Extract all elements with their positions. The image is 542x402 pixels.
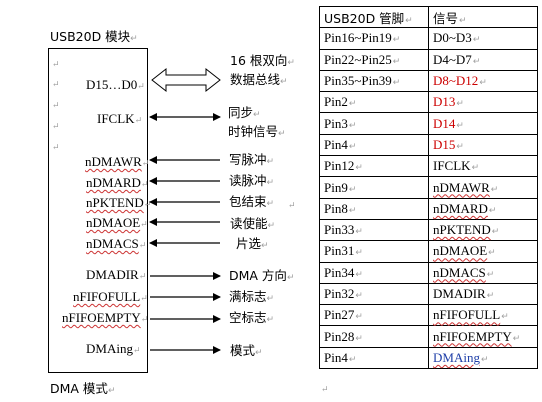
pin-label-ifclk: IFCLK↵ [97,111,143,126]
pin-cell: Pin3↵ [319,112,429,135]
signal-cell: D13↵ [428,91,538,114]
pin-label-nfifofull: nFIFOFULL↵ [73,289,148,304]
pin-label-ndmard: nDMARD↵ [86,175,149,190]
desc-mode: 模式↵ [230,343,263,358]
diagram-footer: DMA 模式↵ [50,381,116,396]
pin-cell: Pin22~Pin25↵ [319,48,429,71]
signal-cell: D14↵ [428,112,538,135]
signal-cell: DMADIR↵ [428,282,538,306]
chip-module-box [48,48,148,373]
table-row: Pin33↵nPKTEND↵ [319,218,538,242]
para-mark: ↵ [288,200,296,210]
table-row: Pin4↵DMAing↵ [319,346,538,370]
desc-empty-flag: 空标志↵ [229,310,275,325]
table-row: Pin16~Pin19↵D0~D3↵ [319,27,538,50]
desc-bus-line1: 16 根双向↵ [230,53,295,68]
pin-cell: Pin4↵ [319,133,429,157]
table-row: Pin35~Pin39↵D8~D12↵ [319,69,538,93]
pin-cell: Pin16~Pin19↵ [319,27,429,50]
table-row: Pin3↵D14↵ [319,112,538,135]
desc-packet-end: 包结束↵ [229,194,275,209]
chip-title: USB20D 模块↵ [50,29,138,44]
header-signal: 信号↵ [428,5,538,29]
desc-write-pulse: 写脉冲↵ [229,152,275,167]
desc-clk-line2: 时钟信号↵ [228,124,286,139]
desc-bus-line2: 数据总线↵ [230,72,288,87]
pin-label-npktend: nPKTEND↵ [86,195,152,210]
signal-cell: DMAing↵ [428,346,538,370]
pin-label-dmadir: DMADIR↵ [86,267,147,282]
header-pin: USB20D 管脚↵ [319,5,429,29]
table-row: Pin31↵nDMAOE↵ [319,240,538,263]
pin-cell: Pin35~Pin39↵ [319,69,429,93]
pin-cell: Pin33↵ [319,218,429,242]
pin-label-dmaing: DMAing↵ [86,341,141,356]
para-mark: ↵ [52,59,60,69]
table-row: Pin27↵nFIFOFULL↵ [319,304,538,327]
desc-chip-select: 片选↵ [236,236,269,251]
table-row: Pin28↵nFIFOEMPTY↵ [319,325,538,348]
table-row: Pin32↵DMADIR↵ [319,282,538,306]
pin-cell: Pin31↵ [319,240,429,263]
para-mark: ↵ [321,384,329,394]
pin-signal-table: USB20D 管脚↵ 信号↵ Pin16~Pin19↵D0~D3↵Pin22~P… [319,5,538,370]
para-mark: ↵ [52,100,60,110]
data-bus-double-arrow [151,67,221,93]
signal-cell: nDMARD↵ [428,197,538,220]
signal-cell: nDMAOE↵ [428,240,538,263]
pin-cell: Pin32↵ [319,282,429,306]
table-row: Pin8↵nDMARD↵ [319,197,538,220]
pin-label-nfifoempty: nFIFOEMPTY↵ [62,310,149,325]
pin-cell: Pin34↵ [319,261,429,284]
table-header-row: USB20D 管脚↵ 信号↵ [319,5,538,29]
desc-dma-dir: DMA 方向↵ [229,268,295,283]
table-row: Pin12↵IFCLK↵ [319,155,538,178]
signal-cell: D4~D7↵ [428,48,538,71]
table-row: Pin34↵nDMACS↵ [319,261,538,284]
para-mark: ↵ [52,121,60,131]
pin-cell: Pin2↵ [319,91,429,114]
para-mark: ↵ [52,142,60,152]
signal-cell: nDMACS↵ [428,261,538,284]
pin-label-ndmawr: nDMAWR↵ [85,154,150,169]
pin-label-ndmaoe: nDMAOE↵ [86,215,148,230]
pin-cell: Pin8↵ [319,197,429,220]
desc-clk-line1: 同步↵ [228,105,261,120]
pin-cell: Pin27↵ [319,304,429,327]
pin-label-data-bus: D15…D0↵ [86,77,145,92]
table-row: Pin9↵nDMAWR↵ [319,176,538,199]
pin-cell: Pin12↵ [319,155,429,178]
desc-read-enable: 读使能↵ [230,216,276,231]
table-row: Pin2↵D13↵ [319,91,538,114]
signal-cell: D8~D12↵ [428,69,538,93]
pin-cell: Pin4↵ [319,346,429,370]
signal-cell: nDMAWR↵ [428,176,538,199]
signal-cell: nFIFOFULL↵ [428,304,538,327]
signal-cell: nPKTEND↵ [428,218,538,242]
signal-cell: IFCLK↵ [428,155,538,178]
desc-full-flag: 满标志↵ [229,289,275,304]
para-mark: ↵ [52,79,60,89]
table-row: Pin4↵D15↵ [319,133,538,157]
pin-cell: Pin9↵ [319,176,429,199]
signal-cell: nFIFOEMPTY↵ [428,325,538,348]
signal-cell: D0~D3↵ [428,27,538,50]
desc-read-pulse: 读脉冲↵ [229,173,275,188]
pin-label-ndmacs: nDMACS↵ [86,236,147,251]
pin-cell: Pin28↵ [319,325,429,348]
table-row: Pin22~Pin25↵D4~D7↵ [319,48,538,71]
signal-cell: D15↵ [428,133,538,157]
